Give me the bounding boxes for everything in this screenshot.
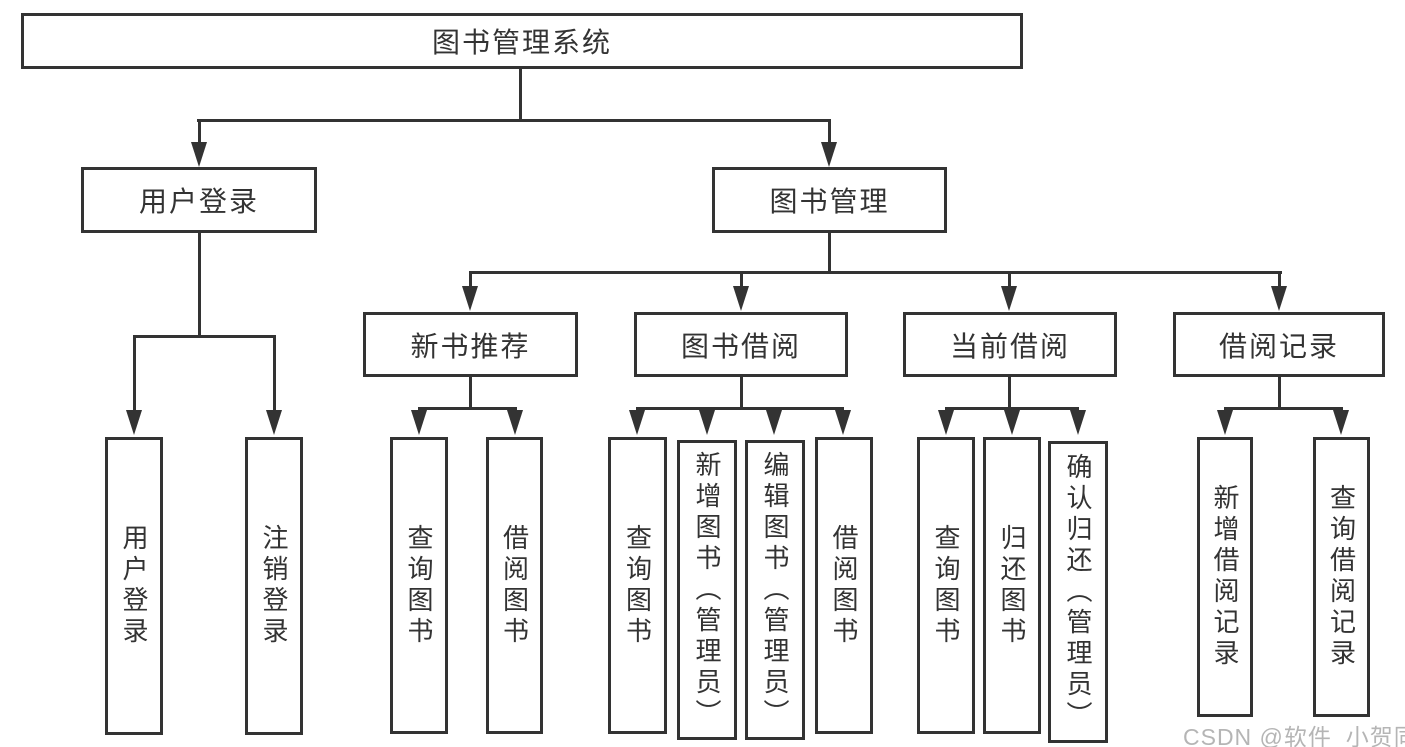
node-root: 图书管理系统 — [21, 13, 1023, 69]
leaf-query-borrow-record: 查询借阅记录 — [1313, 437, 1370, 717]
arrow-down-icon — [462, 286, 478, 311]
arrow-down-icon — [629, 410, 645, 435]
connector-borrow-records-stem — [1278, 377, 1281, 409]
connector-current-borrow-stem — [1008, 377, 1011, 409]
arrow-down-icon — [1333, 410, 1349, 435]
connector-book-mgmt-stem — [828, 233, 831, 274]
leaf-edit-books-admin: 编辑图书（管理员） — [745, 440, 805, 740]
connector-level3-drop — [740, 271, 743, 288]
arrow-down-icon — [126, 410, 142, 435]
connector-user-login-stem — [198, 233, 201, 337]
arrow-down-icon — [938, 410, 954, 435]
arrow-down-icon — [733, 286, 749, 311]
node-new-book-recommend: 新书推荐 — [363, 312, 578, 377]
connector-root-stem — [519, 68, 522, 120]
node-book-borrow: 图书借阅 — [634, 312, 848, 377]
arrow-down-icon — [1217, 410, 1233, 435]
leaf-borrow-books: 借阅图书 — [486, 437, 543, 734]
arrow-down-icon — [411, 410, 427, 435]
arrow-down-icon — [1001, 286, 1017, 311]
leaf-query-books: 查询图书 — [390, 437, 448, 734]
arrow-down-icon — [266, 410, 282, 435]
arrow-down-icon — [1004, 410, 1020, 435]
connector-book-mgmt-split — [469, 271, 1282, 274]
leaf-query-books: 查询图书 — [917, 437, 975, 734]
leaf-query-books: 查询图书 — [608, 437, 667, 734]
arrow-down-icon — [835, 410, 851, 435]
connector-current-borrow-split — [945, 407, 1079, 410]
leaf-add-books-admin: 新增图书（管理员） — [677, 440, 737, 740]
leaf-add-borrow-record: 新增借阅记录 — [1197, 437, 1253, 717]
connector-leaf-drop — [273, 335, 276, 412]
connector-root-split — [197, 119, 831, 122]
connector-user-login-drop — [198, 119, 201, 144]
connector-new-book-stem — [469, 377, 472, 409]
leaf-logout: 注销登录 — [245, 437, 303, 735]
connector-book-mgmt-drop — [828, 119, 831, 144]
leaf-user-login: 用户登录 — [105, 437, 163, 735]
connector-borrow-records-split — [1224, 407, 1343, 410]
node-user-login: 用户登录 — [81, 167, 317, 233]
leaf-return-books: 归还图书 — [983, 437, 1041, 734]
arrow-down-icon — [699, 410, 715, 435]
connector-book-borrow-split — [636, 407, 844, 410]
arrow-down-icon — [766, 410, 782, 435]
connector-user-login-split — [133, 335, 276, 338]
connector-level3-drop — [1278, 271, 1281, 288]
connector-leaf-drop — [133, 335, 136, 412]
arrow-down-icon — [191, 142, 207, 167]
node-book-management: 图书管理 — [712, 167, 947, 233]
leaf-borrow-books: 借阅图书 — [815, 437, 873, 734]
arrow-down-icon — [821, 142, 837, 167]
connector-book-borrow-stem — [740, 377, 743, 409]
connector-level3-drop — [469, 271, 472, 288]
leaf-confirm-return-admin: 确认归还（管理员） — [1048, 441, 1108, 743]
arrow-down-icon — [1070, 410, 1086, 435]
connector-level3-drop — [1008, 271, 1011, 288]
node-borrow-records: 借阅记录 — [1173, 312, 1385, 377]
arrow-down-icon — [507, 410, 523, 435]
csdn-watermark: CSDN @软件_小贺同学 — [1183, 724, 1405, 747]
node-current-borrow: 当前借阅 — [903, 312, 1117, 377]
connector-new-book-split — [418, 407, 517, 410]
arrow-down-icon — [1271, 286, 1287, 311]
